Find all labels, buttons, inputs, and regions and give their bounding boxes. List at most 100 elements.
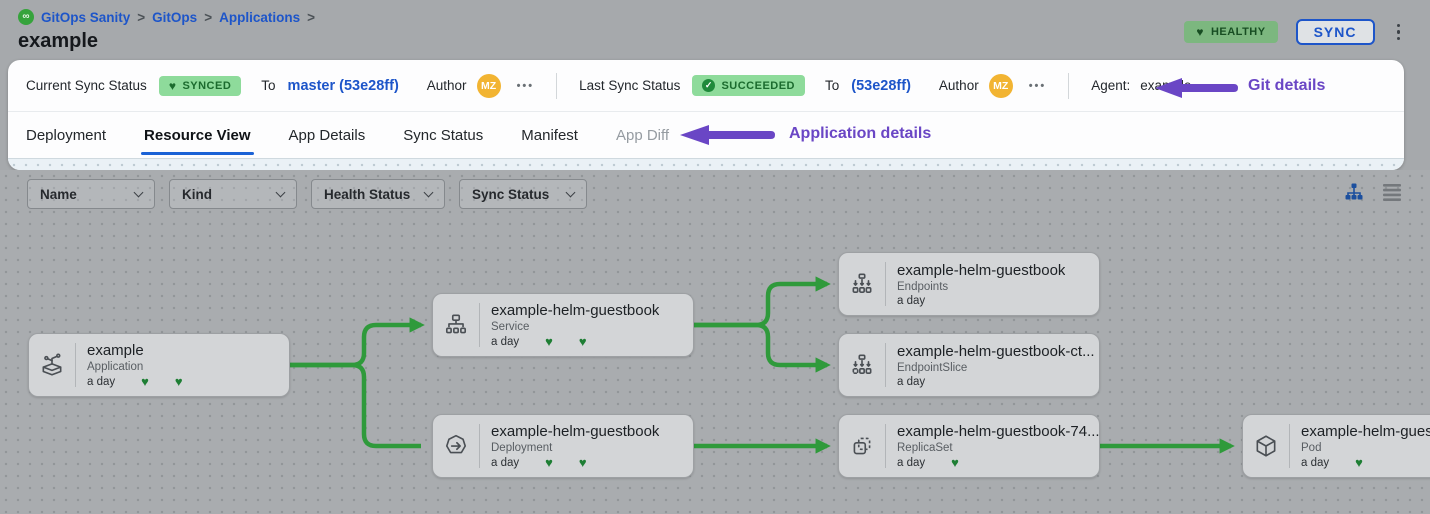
- node-application-example[interactable]: example Application a day♥♥: [28, 333, 290, 397]
- heart-icon: ♥: [174, 373, 183, 389]
- filter-dropdown-sync-status[interactable]: Sync Status: [459, 179, 587, 209]
- check-circle-icon: ✓: [702, 79, 716, 92]
- heart-icon: ♥: [545, 333, 553, 349]
- list-view-icon[interactable]: [1382, 183, 1402, 201]
- node-health-hearts: ♥♥: [519, 335, 586, 349]
- filter-bar: Name Kind Health Status Sync Status: [27, 179, 587, 209]
- tab-sync-status[interactable]: Sync Status: [403, 126, 484, 144]
- health-badge-label: HEALTHY: [1210, 26, 1266, 38]
- more-options-button[interactable]: •••: [516, 79, 535, 92]
- heart-icon: ♥: [1355, 454, 1363, 470]
- resource-graph-canvas: Name Kind Health Status Sync Status: [0, 170, 1430, 514]
- node-endpoints-example-helm-guestbook[interactable]: example-helm-guestbook Endpoints a day: [838, 252, 1100, 316]
- node-kind: Pod: [1301, 441, 1322, 454]
- chevron-down-icon: [133, 187, 144, 198]
- node-kind: ReplicaSet: [897, 441, 953, 454]
- node-title: example-helm-guestbook-74...: [897, 422, 1099, 440]
- last-revision-link[interactable]: (53e28ff): [851, 77, 911, 94]
- breadcrumb-link-gitops[interactable]: GitOps: [152, 9, 198, 25]
- header-actions: ♥ HEALTHY SYNC: [1184, 19, 1404, 45]
- breadcrumb-separator: >: [137, 9, 146, 25]
- sync-button[interactable]: SYNC: [1295, 19, 1375, 45]
- node-kind: Endpoints: [897, 280, 949, 293]
- to-label: To: [261, 78, 276, 93]
- node-kind: EndpointSlice: [897, 361, 968, 374]
- node-age: a day: [491, 335, 520, 348]
- heart-icon: ♥: [1196, 25, 1204, 39]
- tab-app-details[interactable]: App Details: [288, 126, 366, 144]
- tab-deployment[interactable]: Deployment: [26, 126, 107, 144]
- view-toggle: [1344, 182, 1402, 202]
- tab-app-diff[interactable]: App Diff: [615, 126, 670, 144]
- git-details-annotation: Git details: [1248, 77, 1326, 94]
- node-age: a day: [1301, 456, 1330, 469]
- filter-label: Health Status: [324, 186, 411, 202]
- to-label: To: [825, 78, 840, 93]
- deployment-icon: [433, 433, 479, 459]
- tab-resource-view[interactable]: Resource View: [141, 112, 254, 158]
- synced-badge-label: SYNCED: [182, 79, 232, 92]
- filter-dropdown-name[interactable]: Name: [27, 179, 155, 209]
- node-health-hearts: ♥♥: [115, 375, 182, 389]
- replicaset-icon: [839, 433, 885, 459]
- page-title: example: [18, 30, 99, 52]
- gitops-logo-icon: ∞: [18, 9, 34, 25]
- breadcrumb: ∞ GitOps Sanity > GitOps > Applications …: [18, 9, 315, 25]
- author-avatar: MZ: [988, 73, 1013, 98]
- node-endpointslice-example-helm-guestbook[interactable]: example-helm-guestbook-ct... EndpointSli…: [838, 333, 1100, 397]
- sync-status-bar: Current Sync Status ♥ SYNCED To master (…: [8, 60, 1404, 112]
- node-title: example-helm-guest: [1301, 422, 1430, 440]
- breadcrumb-link-applications[interactable]: Applications: [219, 9, 301, 25]
- filter-dropdown-health-status[interactable]: Health Status: [311, 179, 445, 209]
- divider: [1068, 72, 1070, 99]
- last-sync-status-label: Last Sync Status: [579, 78, 681, 93]
- node-title: example-helm-guestbook: [897, 261, 1066, 279]
- top-header: ∞ GitOps Sanity > GitOps > Applications …: [0, 0, 1430, 60]
- node-deployment-example-helm-guestbook[interactable]: example-helm-guestbook Deployment a day♥…: [432, 414, 694, 478]
- succeeded-badge: ✓ SUCCEEDED: [692, 75, 806, 96]
- node-title: example-helm-guestbook: [491, 422, 660, 440]
- pod-icon: [1243, 433, 1289, 459]
- node-pod-example-helm-guestbook[interactable]: example-helm-guest Pod a day ♥: [1242, 414, 1430, 478]
- git-details-annotation-arrow-icon: [1155, 78, 1238, 98]
- node-title: example-helm-guestbook-ct...: [897, 342, 1095, 360]
- filter-label: Kind: [182, 186, 212, 202]
- node-kind: Application: [87, 360, 144, 373]
- chevron-down-icon: [423, 187, 434, 198]
- breadcrumb-link-gitops-sanity[interactable]: GitOps Sanity: [41, 9, 131, 25]
- filter-label: Name: [40, 186, 77, 202]
- node-service-example-helm-guestbook[interactable]: example-helm-guestbook Service a day♥♥: [432, 293, 694, 357]
- node-age: a day: [87, 375, 116, 388]
- heart-icon: ♥: [545, 454, 553, 470]
- author-label: Author: [938, 78, 979, 93]
- node-health-hearts: ♥♥: [519, 456, 586, 470]
- node-age: a day: [897, 294, 926, 307]
- node-replicaset-example-helm-guestbook[interactable]: example-helm-guestbook-74... ReplicaSet …: [838, 414, 1100, 478]
- chevron-down-icon: [275, 187, 286, 198]
- node-health-hearts: ♥: [925, 456, 959, 470]
- endpointslice-icon: [839, 352, 885, 378]
- node-age: a day: [897, 375, 926, 388]
- application-icon: [29, 352, 75, 378]
- divider: [479, 424, 480, 468]
- divider: [556, 72, 558, 99]
- more-options-button[interactable]: •••: [1028, 79, 1047, 92]
- divider: [1289, 424, 1290, 468]
- filter-dropdown-kind[interactable]: Kind: [169, 179, 297, 209]
- synced-badge: ♥ SYNCED: [158, 75, 242, 96]
- tab-manifest[interactable]: Manifest: [521, 126, 578, 144]
- heart-icon: ♥: [168, 78, 177, 93]
- node-kind: Deployment: [491, 441, 553, 454]
- current-revision-link[interactable]: master (53e28ff): [287, 77, 399, 94]
- application-details-annotation: Application details: [789, 125, 932, 142]
- heart-icon: ♥: [951, 454, 959, 470]
- more-menu-icon[interactable]: [1393, 20, 1405, 45]
- divider: [885, 424, 886, 468]
- node-title: example-helm-guestbook: [491, 301, 660, 319]
- breadcrumb-separator: >: [307, 9, 315, 25]
- node-age: a day: [897, 456, 926, 469]
- tree-view-icon[interactable]: [1344, 182, 1364, 202]
- node-health-hearts: ♥: [1329, 456, 1363, 470]
- divider: [479, 303, 480, 347]
